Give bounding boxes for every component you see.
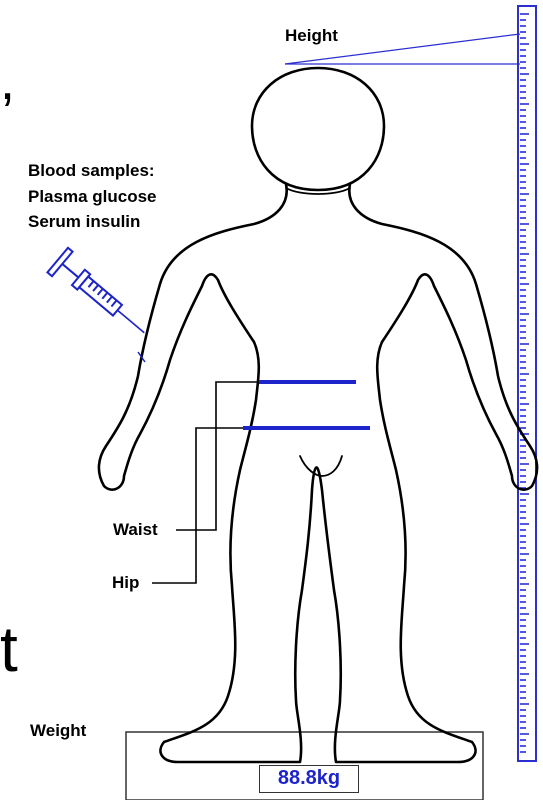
measure-bands <box>243 382 370 428</box>
scale-reading: 88.8kg <box>259 765 359 793</box>
height-label: Height <box>285 26 338 46</box>
ruler-frame <box>518 6 536 761</box>
hip-label: Hip <box>112 573 139 593</box>
edge-glyph-bottom: t <box>0 622 18 676</box>
plasma-glucose-label: Plasma glucose <box>28 187 157 207</box>
scale-reading-value: 88.8kg <box>278 767 340 789</box>
body-outline <box>99 184 537 762</box>
syringe-icon <box>47 248 154 345</box>
edge-glyph-top: , <box>0 54 15 108</box>
syringe-plunger-rod <box>62 264 78 277</box>
weight-label: Weight <box>30 721 86 741</box>
blood-samples-title: Blood samples: <box>28 161 155 181</box>
syringe-needle <box>117 310 144 332</box>
head-outline <box>252 68 384 190</box>
syringe-barrel <box>79 277 122 316</box>
syringe-plunger-cap <box>47 248 72 276</box>
serum-insulin-label: Serum insulin <box>28 212 140 232</box>
leader-lines <box>152 382 259 583</box>
waist-label: Waist <box>113 520 158 540</box>
crotch-line <box>300 456 342 476</box>
height-ruler <box>518 6 536 761</box>
body-figure <box>99 68 537 762</box>
waist-leader <box>176 382 259 530</box>
